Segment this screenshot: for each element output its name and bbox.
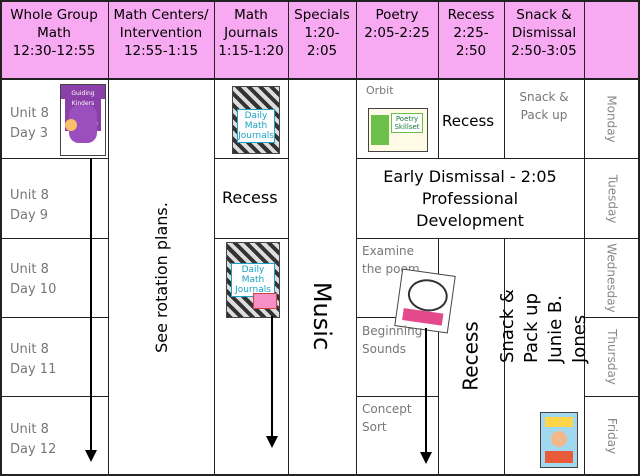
unit-friday: Unit 8 Day 12 bbox=[10, 422, 57, 457]
poetry-kit-title: Poetry Skillset bbox=[391, 113, 423, 133]
header-snack-dismissal: Snack & Dismissal 2:50-3:05 bbox=[504, 0, 584, 78]
junie-b-jones-book-cover bbox=[540, 412, 578, 468]
monday-recess: Recess bbox=[442, 112, 495, 130]
unit-monday: Unit 8 Day 3 bbox=[10, 106, 49, 141]
poetry-kit-cover-monday: Poetry Skillset bbox=[368, 108, 428, 152]
grid-line-col3 bbox=[288, 0, 289, 476]
journals-arrow-shaft bbox=[271, 316, 273, 440]
unit-wednesday: Unit 8 Day 10 bbox=[10, 262, 57, 297]
math-journal-book-monday: Daily Math Journals bbox=[232, 86, 280, 154]
grid-line-row4-a bbox=[0, 396, 108, 397]
poetry-friday: Concept Sort bbox=[362, 402, 412, 434]
journals-arrow-head bbox=[266, 436, 278, 448]
snack-week-text: Snack & Pack up Junie B. Jones bbox=[497, 289, 590, 363]
header-whole-group-math: Whole Group Math 12:30-12:55 bbox=[0, 0, 108, 78]
centers-rotation-note-text: See rotation plans. bbox=[151, 201, 171, 353]
math-journal-title-monday: Daily Math Journals bbox=[237, 109, 275, 143]
grid-line-row4-c bbox=[584, 396, 640, 397]
grid-line-bottom bbox=[0, 474, 640, 476]
header-math-journals: Math Journals 1:15-1:20 bbox=[214, 0, 288, 78]
day-friday: Friday bbox=[605, 417, 619, 454]
grid-line-row3-c bbox=[584, 317, 640, 318]
grid-line-header bbox=[0, 78, 640, 80]
grid-line-top bbox=[0, 0, 640, 2]
recess-week-text: Recess bbox=[459, 321, 484, 391]
day-tuesday: Tuesday bbox=[604, 174, 619, 223]
poetry-arrow-shaft bbox=[425, 328, 427, 456]
snack-week-label: Snack & Pack up Junie B. Jones bbox=[497, 238, 590, 408]
grid-line-row1-b bbox=[214, 158, 288, 159]
grid-line-col5-top bbox=[438, 0, 439, 158]
whole-group-arrow-shaft bbox=[90, 158, 92, 454]
grid-line-col5-bottom bbox=[438, 238, 439, 476]
grid-line-col1 bbox=[108, 0, 109, 476]
day-monday: Monday bbox=[605, 95, 619, 143]
grid-line-row1-a bbox=[0, 158, 108, 159]
poetry-monday-title: Orbit bbox=[366, 84, 394, 97]
tuesday-journals-recess: Recess bbox=[222, 188, 278, 207]
header-specials: Specials 1:20- 2:05 bbox=[288, 0, 356, 78]
grid-line-col2 bbox=[214, 0, 215, 476]
poetry-thursday: Beginning Sounds bbox=[362, 324, 423, 356]
header-poetry: Poetry 2:05-2:25 bbox=[356, 0, 438, 78]
grid-line-row4-b bbox=[356, 396, 438, 397]
grid-line-left bbox=[0, 0, 2, 476]
grid-line-row2-c bbox=[356, 238, 640, 239]
grid-line-row1-c bbox=[356, 158, 640, 159]
day-wednesday: Wednesday bbox=[605, 243, 620, 313]
early-dismissal-note: Early Dismissal - 2:05 Professional Deve… bbox=[383, 167, 557, 230]
math-journal-book-wednesday: Daily Math Journals bbox=[226, 242, 280, 318]
whole-group-arrow-head bbox=[85, 450, 97, 462]
grid-line-col4 bbox=[356, 0, 357, 476]
math-workshop-book-cover: Guiding Kinders Math Workshop bbox=[60, 84, 106, 156]
specials-music-label: Music bbox=[288, 158, 356, 474]
recess-week-label: Recess bbox=[438, 238, 504, 474]
grid-line-col6-bottom bbox=[504, 238, 505, 476]
grid-line-row2-b bbox=[214, 238, 288, 239]
header-recess: Recess 2:25- 2:50 bbox=[438, 0, 504, 78]
grid-line-row3-a bbox=[0, 317, 108, 318]
monday-snack: Snack & Pack up bbox=[519, 90, 569, 122]
centers-rotation-note: See rotation plans. bbox=[108, 80, 214, 474]
math-journal-title-wednesday: Daily Math Journals bbox=[231, 263, 275, 297]
header-math-centers: Math Centers/ Intervention 12:55-1:15 bbox=[108, 0, 214, 78]
unit-thursday: Unit 8 Day 11 bbox=[10, 342, 57, 377]
grid-line-row2-a bbox=[0, 238, 108, 239]
grid-line-right bbox=[638, 0, 640, 476]
unit-tuesday: Unit 8 Day 9 bbox=[10, 188, 49, 223]
specials-music-text: Music bbox=[308, 281, 337, 351]
day-thursday: Thursday bbox=[605, 329, 619, 385]
grid-line-col6-top bbox=[504, 0, 505, 158]
grid-line-col7 bbox=[584, 0, 585, 476]
header-day-column bbox=[584, 0, 640, 78]
poetry-arrow-head bbox=[420, 452, 432, 464]
